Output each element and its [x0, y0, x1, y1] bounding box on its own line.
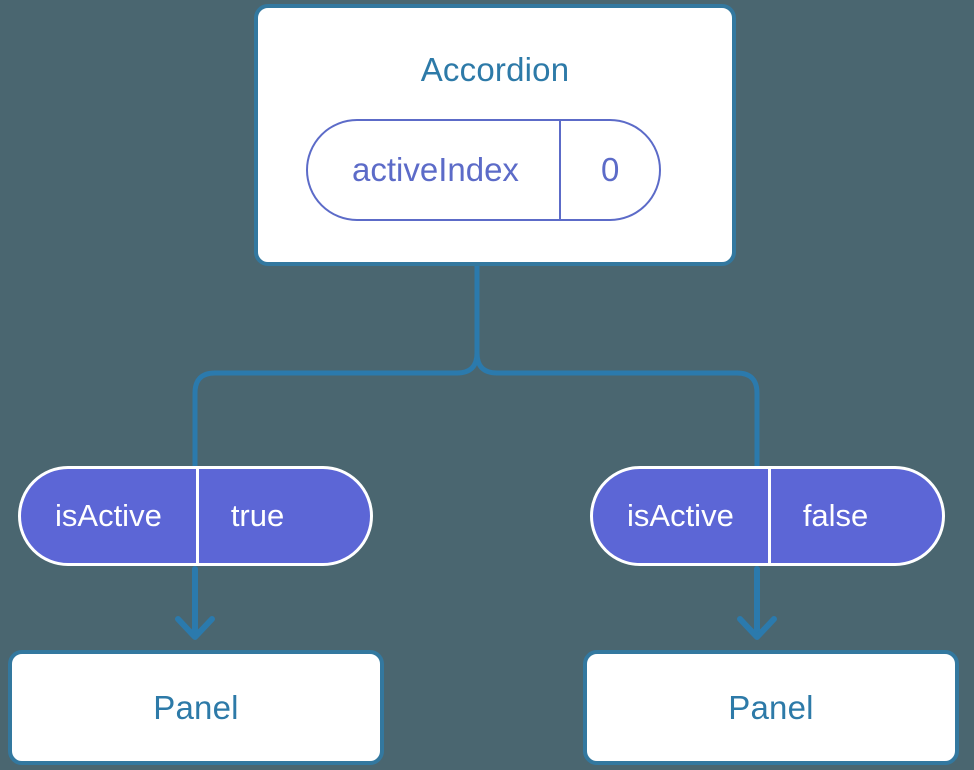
prop-pill-key: isActive [627, 498, 734, 533]
arrow-head-right [737, 616, 777, 640]
state-pill-active-index[interactable]: activeIndex 0 [306, 119, 662, 221]
prop-pill-is-active-false[interactable]: isActive false [590, 466, 945, 566]
connector-branch-left [192, 350, 480, 469]
prop-pill-value: true [195, 469, 316, 563]
prop-pill-value: false [767, 469, 900, 563]
accordion-node-title: Accordion [420, 51, 570, 88]
state-pill-value: 0 [558, 121, 659, 219]
connector-branch-right [474, 350, 760, 469]
panel-node-title: Panel [728, 689, 814, 726]
state-pill-key: activeIndex [352, 151, 519, 188]
arrow-head-left [175, 616, 215, 640]
panel-node-right[interactable]: Panel [583, 650, 959, 765]
prop-pill-key: isActive [55, 498, 162, 533]
accordion-node[interactable]: Accordion [254, 4, 736, 266]
prop-pill-is-active-true[interactable]: isActive true [18, 466, 373, 566]
panel-node-left[interactable]: Panel [8, 650, 384, 765]
panel-node-title: Panel [153, 689, 239, 726]
